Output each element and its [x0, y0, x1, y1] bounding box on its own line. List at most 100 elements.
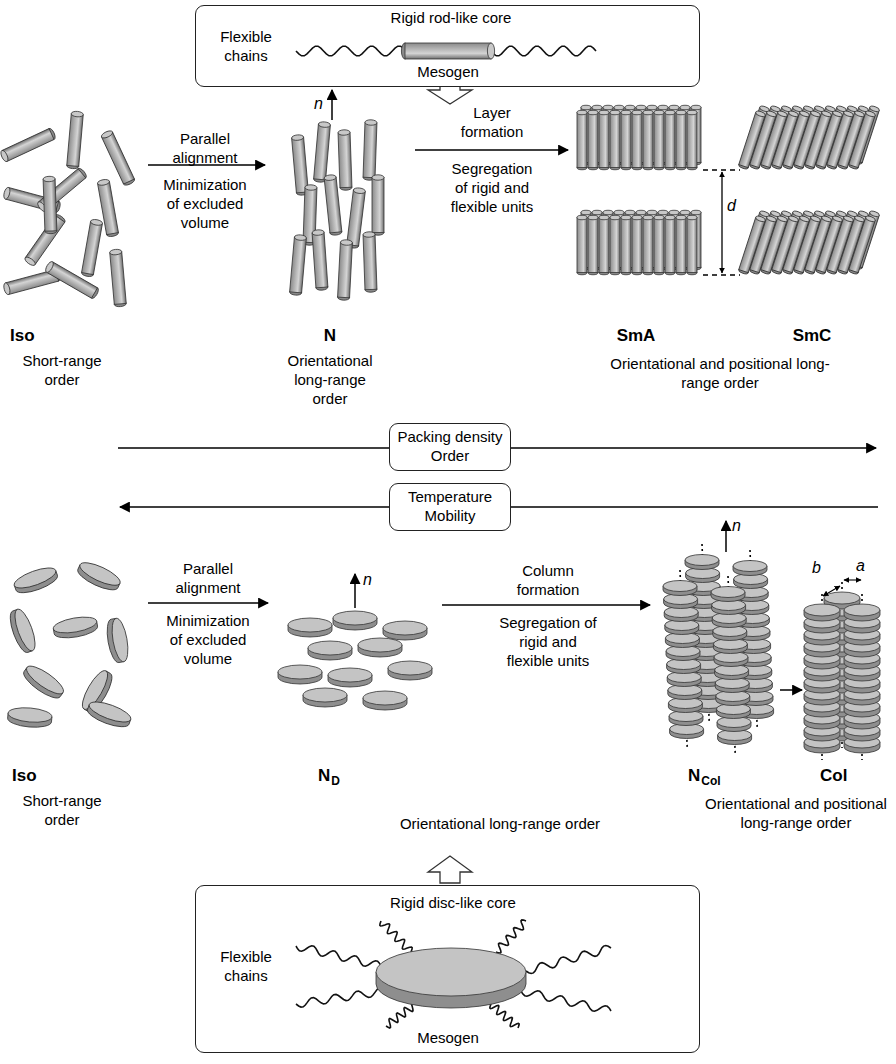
rod-mesogen [346, 187, 365, 248]
rod-end [610, 110, 620, 115]
annotation-text: Orientational and positional long-range … [700, 795, 892, 833]
rod-end [621, 110, 631, 115]
annotation-text: Segregation of rigid and flexible units [498, 614, 598, 670]
rod-body [849, 217, 876, 272]
rod-mesogen [676, 110, 686, 170]
rod-end [614, 105, 624, 110]
phase-name: N [318, 765, 330, 786]
phase-subscript: Col [701, 774, 720, 789]
rod-end [865, 110, 876, 117]
flexible-chain [380, 921, 412, 952]
disc-top [333, 611, 377, 625]
rod-mesogen [610, 215, 620, 275]
rod-body [599, 113, 609, 168]
disc-top [685, 555, 719, 566]
annotation-text: Parallel alignment [163, 560, 253, 598]
rod-end [832, 215, 843, 222]
rod-end [340, 240, 352, 246]
phase-name: SmA [601, 325, 671, 346]
rod-end [588, 110, 598, 115]
part-label: Flexible chains [210, 28, 282, 66]
disc-mesogen [85, 698, 133, 731]
rod-end [365, 120, 377, 126]
flexible-chain [526, 946, 611, 974]
vector-symbol: a [856, 556, 865, 576]
trend-text: Temperature Mobility [394, 488, 506, 526]
rod-end [766, 110, 777, 117]
trend-box: Packing density Order [389, 423, 511, 471]
rod-end [665, 110, 675, 115]
rod-end [832, 110, 843, 117]
rod-end [669, 210, 679, 215]
rod-mesogen [577, 110, 587, 170]
mesogen-box: Rigid disc-like coreFlexible chainsMesog… [195, 885, 700, 1053]
rod-end [353, 187, 366, 194]
rod-body [599, 218, 609, 273]
annotation-text: Orientational and positional long-range … [600, 355, 840, 393]
disc-top [711, 587, 745, 598]
rod-end [372, 175, 384, 180]
disc-top [358, 638, 402, 652]
rod-end [643, 110, 653, 115]
disc-mesogen [75, 558, 123, 594]
rod-mesogen [67, 111, 84, 169]
rod-mesogen [665, 215, 675, 275]
rod-end [658, 210, 668, 215]
rod-body [654, 113, 664, 168]
rod-end [676, 215, 686, 220]
rod-end [588, 215, 598, 220]
disc-top [52, 614, 98, 635]
rod-body [610, 113, 620, 168]
rod-end [592, 210, 602, 215]
disc-mesogen [383, 621, 427, 640]
flexible-chain [386, 1002, 416, 1028]
rod-body [610, 218, 620, 273]
rod-body [676, 113, 686, 168]
process-arrow [442, 604, 650, 606]
rod-end [654, 110, 664, 115]
vector-symbol: n [363, 570, 372, 590]
rod-body [665, 113, 675, 168]
rod-end [647, 105, 657, 110]
disc-top [278, 665, 322, 679]
rod-end [90, 219, 103, 226]
disc-top [376, 948, 526, 996]
annotation-text: Orientational long-range order [280, 352, 380, 408]
part-label: Rigid disc-like core [343, 894, 563, 913]
disc-mesogen [733, 561, 767, 576]
rod-body [338, 242, 353, 298]
rod-body [654, 218, 664, 273]
disc-top [733, 561, 767, 572]
disc-mesogen [20, 662, 67, 703]
director-arrow [331, 90, 333, 120]
rod-end [865, 215, 876, 222]
rod-mesogen [324, 174, 342, 235]
rod-body [588, 113, 598, 168]
rod-mesogen [338, 130, 352, 191]
rod-body [110, 252, 126, 305]
rod-end [691, 210, 701, 215]
rod-end [312, 229, 324, 235]
rod-mesogen [81, 219, 103, 278]
annotation-text: Short-range order [15, 352, 110, 390]
rod-body [665, 218, 675, 273]
rod-body [46, 262, 97, 298]
rod-mesogen [654, 110, 664, 170]
rod-end [680, 210, 690, 215]
phase-name: N [688, 765, 700, 786]
rod-body [347, 190, 366, 246]
disc-top [11, 607, 39, 653]
rod-end [3, 187, 11, 200]
annotation-text: Minimization of excluded volume [159, 612, 257, 668]
rod-end [363, 232, 375, 238]
rod-mesogen [363, 120, 377, 181]
rod-body [82, 221, 103, 274]
rod-body [324, 177, 342, 233]
rod-end [632, 215, 642, 220]
disc-top [77, 558, 123, 589]
rod-end [592, 105, 602, 110]
rod-mesogen [848, 110, 876, 170]
rod-end [843, 215, 854, 222]
annotation-text: Orientational long-range order [350, 815, 650, 834]
rod-body [577, 218, 587, 273]
